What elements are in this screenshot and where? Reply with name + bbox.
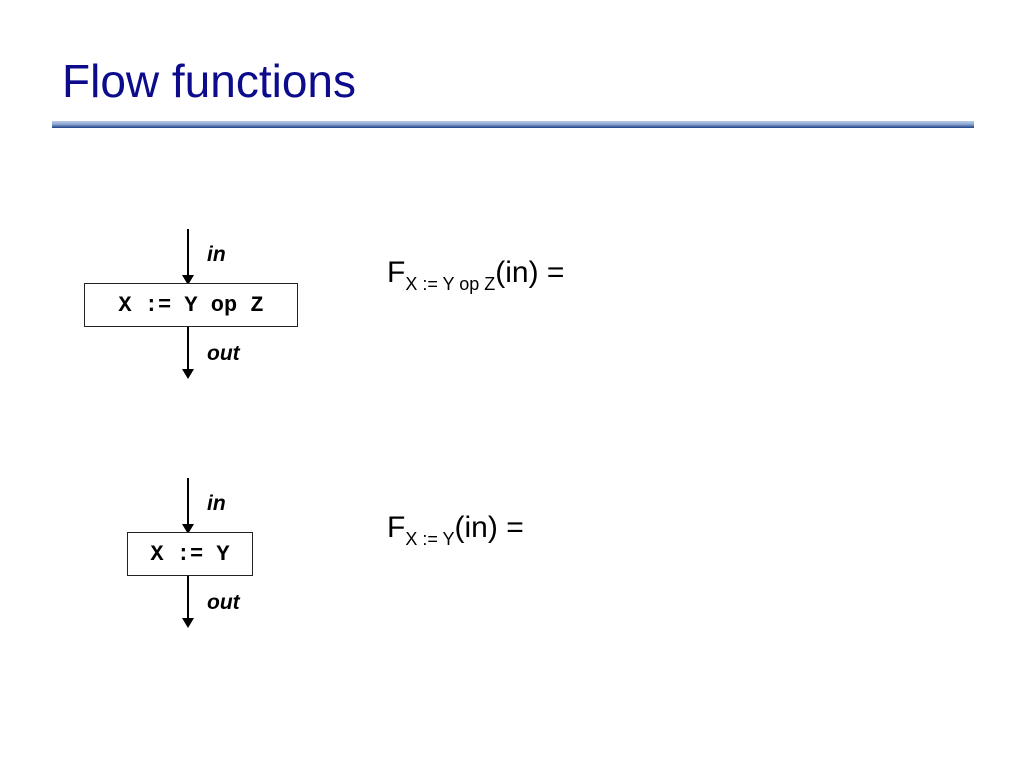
formula-argument: (in)	[495, 256, 539, 289]
slide-title: Flow functions	[62, 55, 357, 107]
formula-subscript: X := Y	[405, 529, 455, 549]
in-label: in	[207, 492, 226, 515]
in-arrow-icon	[182, 478, 194, 534]
statement-box: X := Y op Z	[84, 283, 298, 327]
in-label: in	[207, 243, 226, 266]
title-divider	[52, 121, 974, 128]
statement-box: X := Y	[127, 532, 253, 576]
out-label: out	[207, 342, 240, 365]
formula-equals: =	[538, 256, 565, 289]
formula-argument: (in)	[454, 511, 498, 544]
formula-equals: =	[497, 511, 524, 544]
out-arrow-icon	[182, 576, 194, 630]
out-label: out	[207, 591, 240, 614]
formula-base: F	[387, 256, 406, 289]
formula-subscript: X := Y op Z	[405, 274, 496, 294]
flow-function-formula: FX := Y(in) =	[387, 511, 524, 549]
out-arrow-icon	[182, 327, 194, 381]
flow-function-formula: FX := Y op Z(in) =	[387, 256, 565, 294]
formula-base: F	[387, 511, 406, 544]
in-arrow-icon	[182, 229, 194, 285]
